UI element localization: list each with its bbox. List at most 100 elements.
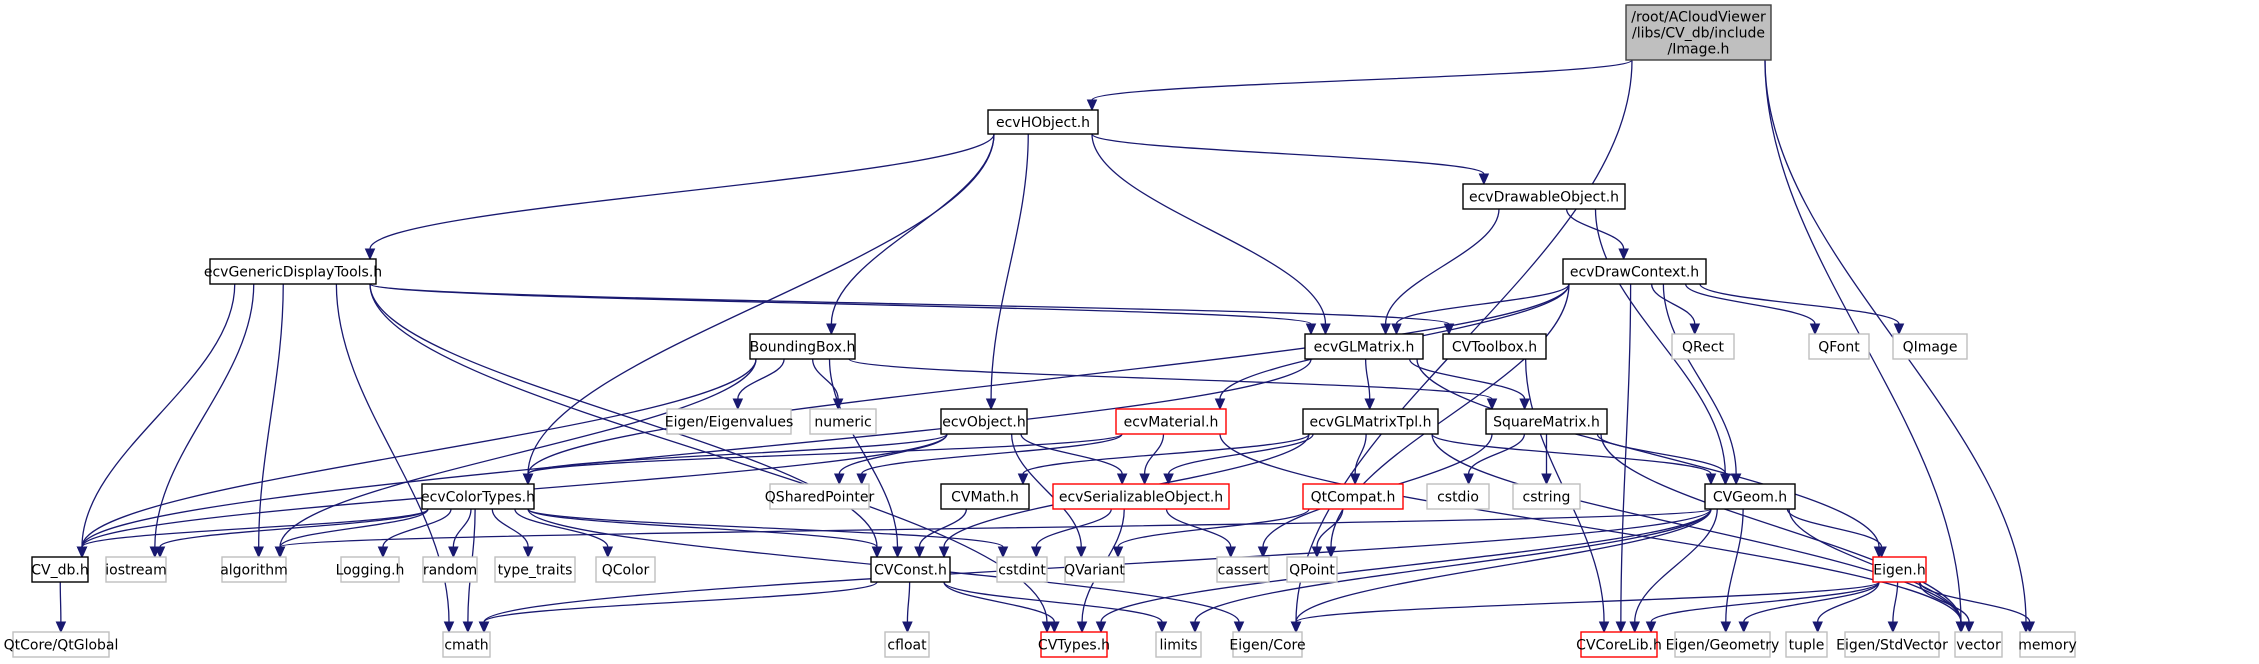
node-label: tuple [1789, 638, 1825, 654]
edge-line [159, 508, 429, 548]
node-ecv-glmatrix-tpl[interactable]: ecvGLMatrixTpl.h [1302, 408, 1439, 435]
node-cmath: cmath [442, 631, 491, 658]
arrowhead-icon [1163, 473, 1174, 486]
edge-line [1786, 508, 1883, 548]
node-qt-compat[interactable]: QtCompat.h [1302, 483, 1404, 510]
arrowhead-icon [478, 621, 490, 634]
node-label: ecvSerializableObject.h [1059, 490, 1223, 506]
node-label: ecvGLMatrix.h [1314, 340, 1415, 356]
node-algorithm: algorithm [220, 556, 288, 583]
node-label: random [423, 563, 477, 579]
node-cv-db[interactable]: CV_db.h [31, 556, 89, 583]
arrowhead-icon [1629, 621, 1640, 634]
edge-line [1384, 208, 1500, 325]
edge-cvconst-to-cvtypes [943, 581, 1060, 634]
arrowhead-icon [1349, 473, 1361, 486]
node-cfloat: cfloat [884, 631, 930, 658]
node-label: QtCompat.h [1311, 490, 1396, 506]
node-root[interactable]: /root/ACloudViewer/libs/CV_db/include/Im… [1625, 4, 1772, 61]
node-cvmath[interactable]: CVMath.h [940, 483, 1030, 510]
edge-line [279, 508, 1712, 548]
node-box [1040, 631, 1108, 658]
edges-layer [55, 59, 2036, 634]
edge-line [527, 283, 1570, 475]
node-box [1512, 483, 1581, 510]
edge-square-matrix-to-cstdio [1463, 433, 1526, 486]
node-box [1485, 408, 1608, 435]
node-ecv-serializable-object[interactable]: ecvSerializableObject.h [1052, 483, 1230, 510]
edge-line [1091, 133, 1327, 325]
edge-line [279, 358, 757, 548]
node-ecv-draw-context[interactable]: ecvDrawContext.h [1562, 258, 1707, 285]
node-ecv-glmatrix[interactable]: ecvGLMatrix.h [1304, 333, 1424, 360]
edge-cvgeom-to-cvcore-lib [1629, 508, 1718, 634]
edge-line [81, 508, 429, 548]
node-logging: Logging.h [336, 556, 404, 583]
node-bounding-box[interactable]: BoundingBox.h [749, 333, 856, 360]
node-ecv-material[interactable]: ecvMaterial.h [1115, 408, 1227, 435]
arrowhead-icon [1486, 398, 1498, 411]
node-ecv-hobject[interactable]: ecvHObject.h [987, 109, 1099, 135]
edge-eigen-h-to-cvcore-lib [1645, 581, 1880, 634]
node-ecv-generic-display-tools[interactable]: ecvGenericDisplayTools.h [204, 258, 382, 285]
node-ecv-drawable-object[interactable]: ecvDrawableObject.h [1462, 183, 1626, 210]
edge-line [861, 433, 1123, 475]
arrowhead-icon [448, 546, 459, 559]
edge-line [491, 508, 529, 548]
arrowhead-icon [522, 546, 534, 559]
node-square-matrix[interactable]: SquareMatrix.h [1485, 408, 1608, 435]
node-label: SquareMatrix.h [1493, 415, 1600, 431]
node-ecv-color-types[interactable]: ecvColorTypes.h [421, 483, 535, 510]
node-label: /libs/CV_db/include [1632, 26, 1765, 42]
node-box [1872, 556, 1927, 583]
arrowhead-icon [55, 621, 67, 634]
node-cvtypes[interactable]: CVTypes.h [1038, 631, 1110, 658]
edge-ecv-glmatrix-tpl-to-cvmath [1017, 433, 1310, 486]
edge-ecv-draw-context-to-qrect [1650, 283, 1701, 336]
arrowhead-icon [1139, 473, 1150, 486]
node-label: CVGeom.h [1713, 490, 1787, 506]
node-cvcore-lib[interactable]: CVCoreLib.h [1576, 631, 1662, 658]
node-label: ecvDrawableObject.h [1469, 190, 1619, 206]
arrowhead-icon [938, 546, 950, 559]
node-box [421, 483, 535, 510]
edge-cvconst-to-cmath [478, 581, 878, 634]
arrowhead-icon [871, 546, 883, 559]
node-cvtoolbox[interactable]: CVToolbox.h [1442, 333, 1547, 360]
edge-line [1919, 581, 2031, 623]
edge-line [943, 581, 1056, 623]
node-label: CVToolbox.h [1452, 340, 1537, 356]
edge-line [1467, 433, 1526, 475]
edge-line [1594, 208, 1726, 475]
arrowhead-icon [985, 398, 997, 411]
node-eigen-h[interactable]: Eigen.h [1872, 556, 1927, 583]
edge-line [1431, 433, 1712, 475]
arrowhead-icon [1738, 621, 1750, 634]
edge-line [81, 358, 757, 548]
arrowhead-icon [1478, 173, 1490, 186]
edge-cvgeom-to-limits [1189, 508, 1712, 634]
node-qimage: QImage [1892, 333, 1968, 360]
node-label: Eigen/Core [1229, 638, 1305, 654]
node-box [221, 556, 287, 583]
edge-line [81, 283, 236, 548]
arrowhead-icon [377, 546, 389, 559]
edge-line [369, 283, 1450, 325]
arrowhead-icon [1812, 621, 1823, 634]
node-cvgeom[interactable]: CVGeom.h [1704, 483, 1796, 510]
edge-ecv-glmatrix-tpl-to-vector [1431, 433, 1967, 634]
edge-ecv-draw-context-to-qimage [1699, 283, 1905, 336]
node-cvconst[interactable]: CVConst.h [870, 556, 951, 583]
node-box [870, 556, 951, 583]
edge-line [369, 283, 1312, 325]
node-label: Eigen.h [1873, 563, 1925, 579]
edge-ecv-color-types-to-cvconst [527, 508, 883, 559]
node-label: ecvMaterial.h [1124, 415, 1219, 431]
arrowhead-icon [902, 621, 913, 634]
node-ecv-object[interactable]: ecvObject.h [940, 408, 1028, 435]
edge-line [1035, 508, 1112, 548]
node-box [1064, 556, 1125, 583]
edge-line [1620, 283, 1632, 623]
edge-ecv-object-to-qvariant [1010, 433, 1087, 559]
